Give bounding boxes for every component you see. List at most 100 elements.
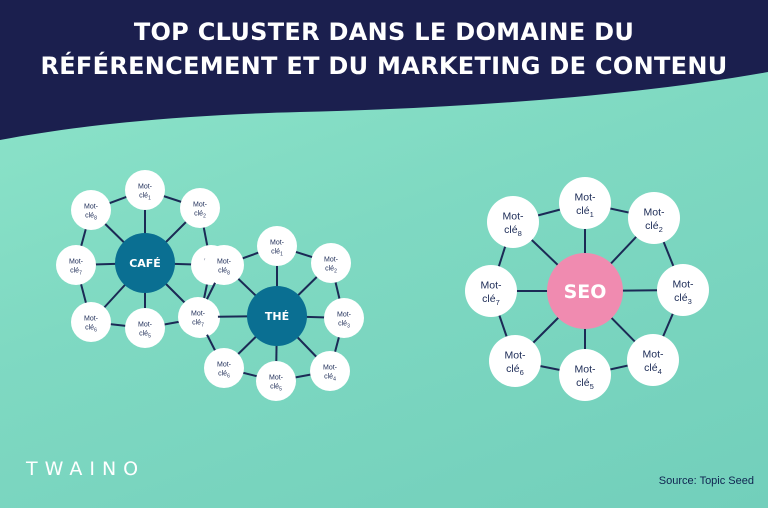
cafe-keyword-node: Mot-clé1 (125, 170, 165, 210)
keyword-index: 8 (518, 229, 522, 238)
the-keyword-node: Mot-clé3 (324, 298, 364, 338)
keyword-index: 5 (148, 333, 151, 339)
keyword-index: 1 (280, 251, 283, 257)
keyword-label: Mot- (481, 279, 503, 291)
keyword-label: Mot- (503, 210, 525, 222)
keyword-label: clé8 (218, 267, 230, 276)
cafe-hub-label: CAFÉ (129, 257, 161, 270)
seo-keyword-node: Mot-clé1 (559, 177, 611, 229)
cafe-keyword-node: Mot-clé7 (56, 245, 96, 285)
the-keyword-node: Mot-clé5 (256, 361, 296, 401)
keyword-circle (204, 245, 244, 285)
seo-hub-label: SEO (564, 281, 607, 303)
keyword-label: clé7 (192, 319, 204, 328)
keyword-index: 7 (496, 298, 500, 307)
keyword-circle (324, 298, 364, 338)
keyword-label: clé7 (482, 293, 500, 307)
keyword-circle (204, 348, 244, 388)
keyword-index: 2 (334, 268, 337, 274)
cafe-keyword-node: Mot-clé2 (180, 188, 220, 228)
keyword-circle (256, 361, 296, 401)
header-wave (0, 0, 768, 140)
the-hub-label: THÉ (265, 310, 289, 323)
keyword-circle (627, 334, 679, 386)
keyword-label: Mot- (323, 364, 338, 371)
keyword-label: clé2 (325, 265, 337, 274)
the-keyword-node: Mot-clé8 (204, 245, 244, 285)
keyword-index: 5 (590, 382, 594, 391)
keyword-label: clé6 (218, 370, 230, 379)
keyword-circle (125, 308, 165, 348)
keyword-index: 2 (659, 225, 663, 234)
keyword-circle (559, 177, 611, 229)
keyword-index: 2 (203, 213, 206, 219)
keyword-index: 7 (79, 270, 82, 276)
keyword-index: 5 (279, 386, 282, 392)
keyword-label: clé6 (85, 324, 97, 333)
the-keyword-node: Mot-clé6 (204, 348, 244, 388)
seo-keyword-node: Mot-clé8 (487, 196, 539, 248)
keyword-index: 6 (94, 327, 97, 333)
seo-keyword-node: Mot-clé7 (465, 265, 517, 317)
seo-keyword-node: Mot-clé2 (628, 192, 680, 244)
keyword-label: clé2 (194, 210, 206, 219)
keyword-index: 7 (201, 322, 204, 328)
keyword-circle (657, 264, 709, 316)
keyword-label: clé1 (271, 248, 283, 257)
cafe-keyword-node: Mot-clé5 (125, 308, 165, 348)
seo-keyword-node: Mot-clé5 (559, 349, 611, 401)
the-keyword-node: Mot-clé1 (257, 226, 297, 266)
keyword-label: Mot- (269, 374, 284, 381)
cafe-keyword-node: Mot-clé8 (71, 190, 111, 230)
keyword-label: Mot- (217, 361, 232, 368)
keyword-index: 3 (347, 323, 350, 329)
keyword-circle (71, 302, 111, 342)
title-line-2: RÉFÉRENCEMENT ET DU MARKETING DE CONTENU (40, 52, 728, 80)
twaino-logo: TWAINO (26, 458, 145, 480)
keyword-label: Mot- (69, 258, 84, 265)
keyword-label: Mot- (575, 191, 597, 203)
keyword-label: Mot- (193, 201, 208, 208)
keyword-index: 1 (148, 195, 151, 201)
title-line-1: TOP CLUSTER DANS LE DOMAINE DU (133, 18, 635, 46)
keyword-index: 8 (227, 270, 230, 276)
seo-hub (547, 253, 623, 329)
seo-keyword-node: Mot-clé3 (657, 264, 709, 316)
source-note: Source: Topic Seed (658, 475, 754, 487)
keyword-label: Mot- (505, 349, 527, 361)
keyword-index: 6 (520, 368, 524, 377)
keyword-circle (310, 351, 350, 391)
keyword-label: Mot- (324, 256, 339, 263)
keyword-label: Mot- (217, 258, 232, 265)
keyword-label: Mot- (84, 203, 99, 210)
keyword-label: Mot- (575, 363, 597, 375)
keyword-circle (71, 190, 111, 230)
cafe-hub (115, 233, 175, 293)
keyword-circle (257, 226, 297, 266)
keyword-index: 4 (333, 376, 336, 382)
brand-text: TWAINO (26, 458, 146, 480)
keyword-index: 1 (590, 210, 594, 219)
keyword-index: 4 (658, 367, 662, 376)
keyword-circle (178, 297, 218, 337)
keyword-label: clé1 (576, 205, 594, 219)
keyword-circle (559, 349, 611, 401)
seo-keyword-node: Mot-clé6 (489, 335, 541, 387)
keyword-circle (311, 243, 351, 283)
keyword-label: clé7 (70, 267, 82, 276)
the-cluster: Mot-clé1Mot-clé2Mot-clé3Mot-clé4Mot-clé5… (178, 226, 364, 401)
keyword-label: clé1 (139, 192, 151, 201)
keyword-circle (125, 170, 165, 210)
keyword-label: clé5 (139, 330, 151, 339)
the-keyword-node: Mot-clé7 (178, 297, 218, 337)
keyword-label: Mot- (84, 315, 99, 322)
the-keyword-node: Mot-clé2 (311, 243, 351, 283)
cafe-keyword-node: Mot-clé6 (71, 302, 111, 342)
keyword-circle (489, 335, 541, 387)
keyword-label: clé8 (504, 224, 522, 238)
keyword-label: clé3 (338, 320, 350, 329)
keyword-label: Mot- (644, 206, 666, 218)
the-hub (247, 286, 307, 346)
keyword-label: Mot- (673, 278, 695, 290)
